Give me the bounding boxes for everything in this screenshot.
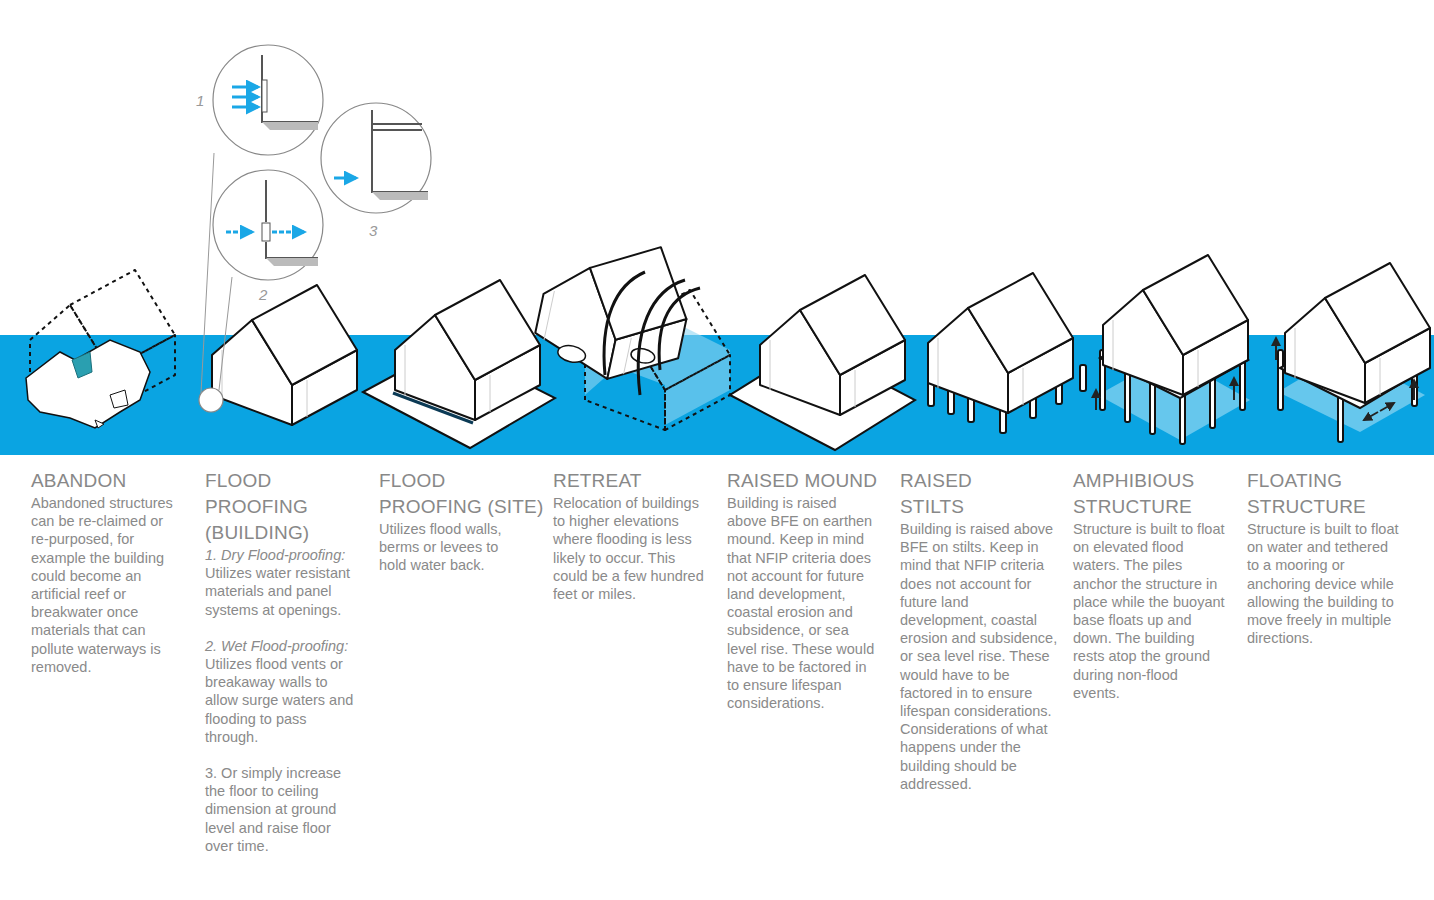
- strategy-heading: FLOOD PROOFING (BUILDING): [205, 468, 370, 546]
- strategy-heading: ABANDON: [31, 468, 196, 494]
- amphibious-structure: [1096, 255, 1250, 444]
- abandoned-house: [26, 270, 175, 428]
- text-column: RAISED MOUNDBuilding is raised above BFE…: [727, 468, 895, 712]
- strategy-heading: AMPHIBIOUS STRUCTURE: [1073, 468, 1238, 520]
- raised-mound: [730, 275, 915, 450]
- text-column: AMPHIBIOUS STRUCTUREStructure is built t…: [1073, 468, 1238, 702]
- callout-number: 1: [196, 92, 204, 109]
- strategy-description: Building is raised above BFE on earthen …: [727, 494, 879, 712]
- strategy-heading: RAISED MOUND: [727, 468, 895, 494]
- text-column: ABANDONAbandoned structures can be re-cl…: [31, 468, 196, 676]
- text-column: RAISED STILTSBuilding is raised above BF…: [900, 468, 1058, 793]
- text-column: FLOATING STRUCTUREStructure is built to …: [1247, 468, 1412, 647]
- retreat-house: [529, 225, 730, 430]
- strategy-heading: FLOATING STRUCTURE: [1247, 468, 1412, 520]
- callout-number: 3: [369, 222, 377, 239]
- strategy-description: Building is raised above BFE on stilts. …: [900, 520, 1058, 793]
- strategy-heading: RAISED STILTS: [900, 468, 1020, 520]
- strategy-description: Utilizes flood walls, berms or levees to…: [379, 520, 529, 575]
- text-column: RETREATRelocation of buildings to higher…: [553, 468, 718, 603]
- strategy-description: Structure is built to float on elevated …: [1073, 520, 1225, 702]
- strategy-description: 1. Dry Flood-proofing:: [205, 546, 355, 564]
- strategy-description: 2. Wet Flood-proofing:: [205, 637, 355, 655]
- text-column: FLOOD PROOFING (SITE)Utilizes flood wall…: [379, 468, 544, 575]
- flood-proof-site: [363, 280, 555, 448]
- callout-number: 2: [259, 286, 267, 303]
- strategy-description: Relocation of buildings to higher elevat…: [553, 494, 708, 603]
- strategy-description: Utilizes flood vents or breakaway walls …: [205, 655, 355, 746]
- strategy-description: Abandoned structures can be re-claimed o…: [31, 494, 179, 676]
- strategy-description: 3. Or simply increase the floor to ceili…: [205, 764, 355, 855]
- strategy-heading: FLOOD PROOFING (SITE): [379, 468, 544, 520]
- strategy-heading: RETREAT: [553, 468, 718, 494]
- raised-stilts: [928, 273, 1086, 433]
- floating-structure: [1276, 263, 1430, 442]
- strategy-description: Structure is built to float on water and…: [1247, 520, 1402, 647]
- strategy-description: Utilizes water resistant materials and p…: [205, 564, 355, 619]
- text-column: FLOOD PROOFING (BUILDING)1. Dry Flood-pr…: [205, 468, 370, 855]
